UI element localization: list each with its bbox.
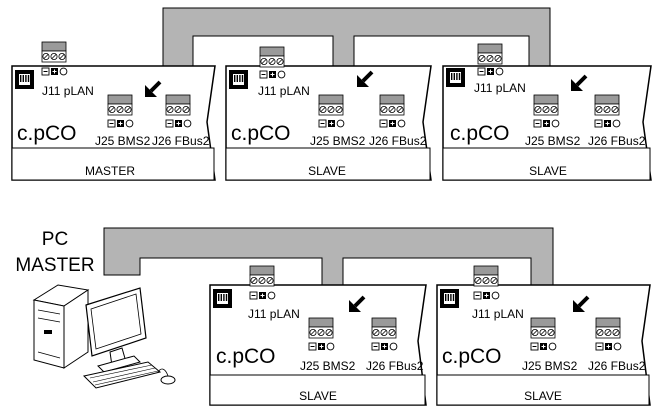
- terminal-fbus: [595, 317, 622, 351]
- terminal-plan: [473, 265, 500, 300]
- label-plan: J11 pLAN: [248, 307, 300, 321]
- label-plan: J11 pLAN: [258, 84, 310, 98]
- terminal-bms: [530, 317, 557, 351]
- label-bms: J25 BMS2: [300, 359, 356, 373]
- pc-label-line2: MASTER: [15, 255, 94, 276]
- module-master: J11 pLAN c.pCO J25 BMS2 J26 FBus2 MASTER: [11, 41, 216, 181]
- brand: c.pCO: [17, 122, 77, 145]
- terminal-fbus: [379, 94, 406, 128]
- rj45-socket-icon: [213, 289, 232, 308]
- rj45-socket-icon: [229, 70, 248, 89]
- label-plan: J11 pLAN: [472, 307, 524, 321]
- brand: c.pCO: [216, 345, 276, 368]
- terminal-plan: [477, 43, 504, 76]
- module-slave-3: J11 pLAN c.pCO J25 BMS2 J26 FBus2 SLAVE: [209, 265, 427, 406]
- role-slave: SLAVE: [529, 164, 567, 178]
- module-slave-1: J11 pLAN c.pCO J25 BMS2 J26 FBus2 SLAVE: [225, 46, 432, 181]
- pc-label-line1: PC: [42, 229, 68, 250]
- rj45-socket-icon: [446, 68, 465, 87]
- brand: c.pCO: [442, 345, 502, 368]
- terminal-plan: [249, 265, 276, 300]
- label-bms: J25 BMS2: [310, 134, 366, 148]
- label-bms: J25 BMS2: [522, 359, 578, 373]
- label-fbus: J26 FBus2: [369, 134, 427, 148]
- label-bms: J25 BMS2: [525, 134, 581, 148]
- role-master: MASTER: [85, 164, 135, 178]
- brand: c.pCO: [231, 122, 291, 145]
- brand: c.pCO: [450, 122, 510, 145]
- module-slave-2: J11 pLAN c.pCO J25 BMS2 J26 FBus2 SLAVE: [442, 43, 652, 181]
- terminal-bms: [308, 317, 335, 351]
- terminal-bms: [107, 94, 134, 128]
- role-slave: SLAVE: [299, 389, 337, 403]
- rj45-socket-icon: [440, 289, 459, 308]
- label-fbus: J26 FBus2: [152, 134, 210, 148]
- terminal-fbus: [165, 94, 192, 128]
- label-bms: J25 BMS2: [95, 134, 151, 148]
- rj45-socket-icon: [15, 70, 34, 89]
- label-fbus: J26 FBus2: [366, 359, 424, 373]
- role-slave: SLAVE: [524, 389, 562, 403]
- terminal-bms: [318, 94, 345, 128]
- label-plan: J11 pLAN: [474, 81, 526, 95]
- terminal-bms: [533, 94, 560, 128]
- label-plan: J11 pLAN: [42, 84, 94, 98]
- terminal-fbus: [371, 317, 398, 351]
- terminal-plan: [41, 41, 68, 76]
- label-fbus: J26 FBus2: [588, 359, 646, 373]
- terminal-plan: [259, 46, 286, 79]
- label-fbus: J26 FBus2: [588, 134, 646, 148]
- role-slave: SLAVE: [308, 164, 346, 178]
- terminal-fbus: [594, 94, 621, 128]
- desktop-computer-icon: [32, 284, 176, 389]
- module-slave-4: J11 pLAN c.pCO J25 BMS2 J26 FBus2 SLAVE: [436, 265, 651, 406]
